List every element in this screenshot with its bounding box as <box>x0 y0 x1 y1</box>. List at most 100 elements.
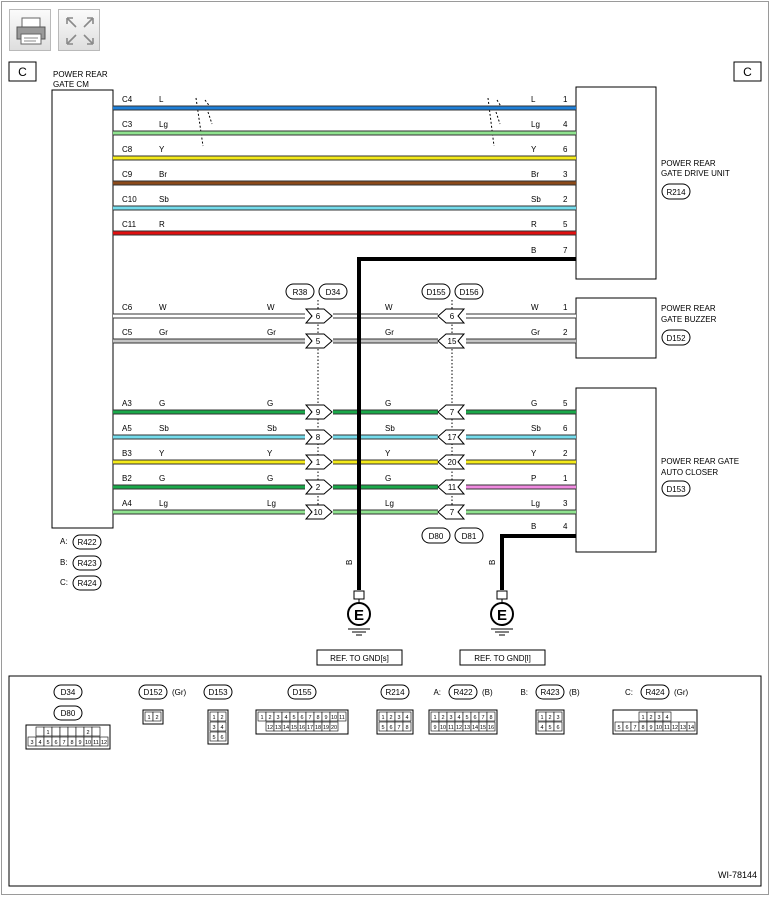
legend-label-d152[interactable]: D152 <box>143 688 163 697</box>
cm-connector-c[interactable]: R424 <box>77 579 97 588</box>
junction-label-d155-badge[interactable] <box>421 283 451 300</box>
legend-label-d155[interactable]: D155 <box>292 688 312 697</box>
ground-right-terminal <box>496 590 508 600</box>
legend-pin-number: 13 <box>680 725 686 731</box>
legend-pin-number: 5 <box>292 715 295 721</box>
drive-unit-title-2: GATE DRIVE UNIT <box>661 169 730 178</box>
wire-closer-lj-color-0: G <box>267 399 273 408</box>
legend-label-r214[interactable]: R214 <box>385 688 405 697</box>
legend-pin-number: 2 <box>155 715 158 721</box>
wire-buzzer-right-color-0: W <box>531 303 539 312</box>
wire-closer-right-pin-1: 6 <box>563 424 568 433</box>
junction-label-d155[interactable]: D155 <box>426 288 446 297</box>
wire-top-cm-pin-3: C9 <box>122 170 133 179</box>
legend-pin-number: 1 <box>381 715 384 721</box>
junction-label-d81[interactable]: D81 <box>462 532 477 541</box>
legend-pin-number: 6 <box>220 735 223 741</box>
junction-label-d34[interactable]: D34 <box>326 288 341 297</box>
ground-left-ref-box[interactable] <box>316 649 403 666</box>
legend-badge-r424[interactable] <box>640 684 670 700</box>
legend-badge-r422[interactable] <box>448 684 478 700</box>
closer-connector-badge[interactable] <box>661 480 691 497</box>
legend-badge-d34[interactable] <box>53 684 83 700</box>
junction-label-d156[interactable]: D156 <box>459 288 479 297</box>
print-button[interactable] <box>9 9 51 51</box>
legend-pin-number: 2 <box>268 715 271 721</box>
wire-closer-right-pin-4: 3 <box>563 499 568 508</box>
wire-buzzer-right-junction-1 <box>437 333 466 349</box>
ground-left-ref[interactable]: REF. TO GND[s] <box>330 654 389 663</box>
legend-badge-d153[interactable] <box>203 684 233 700</box>
legend-badge-r214[interactable] <box>380 684 410 700</box>
legend-pin-number: 10 <box>331 715 337 721</box>
cm-connector-a[interactable]: R422 <box>77 538 97 547</box>
legend-label-r424[interactable]: R424 <box>645 688 665 697</box>
junction-label-d80-badge[interactable] <box>421 527 451 544</box>
drive-ground-color: B <box>531 246 536 255</box>
legend-label-d34[interactable]: D34 <box>61 688 76 697</box>
legend-pin-number: 9 <box>78 740 81 746</box>
junction-label-r38-badge[interactable] <box>285 283 315 300</box>
legend-pin-number: 12 <box>101 740 107 746</box>
legend-pin-cell <box>486 711 496 722</box>
ground-wire-closer <box>500 534 576 590</box>
legend-prefix-7: C: <box>625 688 633 697</box>
legend-pin-cell <box>402 711 412 722</box>
wire-buzzer-lj-color-1: Gr <box>267 328 276 337</box>
legend-label-d153[interactable]: D153 <box>208 688 228 697</box>
legend-pin-number: 6 <box>556 725 559 731</box>
drive-unit-connector[interactable]: R214 <box>666 188 686 197</box>
junction-label-r38[interactable]: R38 <box>293 288 308 297</box>
wire-closer-left-junction-1 <box>304 429 333 445</box>
buzzer-connector[interactable]: D152 <box>666 334 686 343</box>
legend-pin-number: 1 <box>260 715 263 721</box>
ground-right-ref-box[interactable] <box>459 649 546 666</box>
legend-badge-d152[interactable] <box>138 684 168 700</box>
buzzer-connector-badge[interactable] <box>661 329 691 346</box>
legend-pin-number: 19 <box>323 725 329 731</box>
wire-closer-lj-color-2: Y <box>267 449 273 458</box>
junction-label-d34-badge[interactable] <box>318 283 348 300</box>
legend-badge-d155[interactable] <box>287 684 317 700</box>
legend-pin-number: 5 <box>548 725 551 731</box>
ground-right-ref[interactable]: REF. TO GND[l] <box>474 654 531 663</box>
legend-pin-number: 11 <box>93 740 99 746</box>
wire-closer-cm-pin-1: A5 <box>122 424 132 433</box>
cm-connector-b-badge[interactable] <box>72 555 102 571</box>
buzzer-title-1: POWER REAR <box>661 304 716 313</box>
legend-pin-number: 12 <box>267 725 273 731</box>
closer-connector[interactable]: D153 <box>666 485 686 494</box>
legend-pin-number: 5 <box>465 715 468 721</box>
legend-pin-number: 7 <box>481 715 484 721</box>
junction-label-d81-badge[interactable] <box>454 527 484 544</box>
legend-pin-number: 4 <box>405 715 408 721</box>
legend-badge-d80[interactable] <box>53 705 83 721</box>
ground-left-wire-label: B <box>345 560 354 565</box>
closer-box <box>575 387 657 553</box>
legend-pin-cell <box>51 726 61 737</box>
drive-unit-connector-badge[interactable] <box>661 183 691 200</box>
legend-pin-number: 8 <box>489 715 492 721</box>
cm-connector-a-badge[interactable] <box>72 534 102 550</box>
wire-closer-lj-color-4: Lg <box>267 499 276 508</box>
legend-label-d80[interactable]: D80 <box>61 709 76 718</box>
page-label-left[interactable]: C <box>18 65 27 79</box>
legend-pin-number: 3 <box>397 715 400 721</box>
wire-top-color-right-1: Lg <box>531 120 540 129</box>
cm-connector-c-badge[interactable] <box>72 575 102 591</box>
legend-pin-number: 13 <box>275 725 281 731</box>
ground-left-terminal <box>353 590 365 600</box>
junction-label-d156-badge[interactable] <box>454 283 484 300</box>
legend-label-r422[interactable]: R422 <box>453 688 473 697</box>
ground-right-letter: E <box>497 607 507 624</box>
legend-badge-r423[interactable] <box>535 684 565 700</box>
wire-buzzer-left-junction-0 <box>304 308 333 324</box>
expand-button[interactable] <box>58 9 100 51</box>
junction-label-d80[interactable]: D80 <box>429 532 444 541</box>
cm-title-2: GATE CM <box>53 80 89 89</box>
legend-label-r423[interactable]: R423 <box>540 688 560 697</box>
legend-pin-cell <box>75 726 85 737</box>
cm-connector-b[interactable]: R423 <box>77 559 97 568</box>
page-label-right[interactable]: C <box>743 65 752 79</box>
